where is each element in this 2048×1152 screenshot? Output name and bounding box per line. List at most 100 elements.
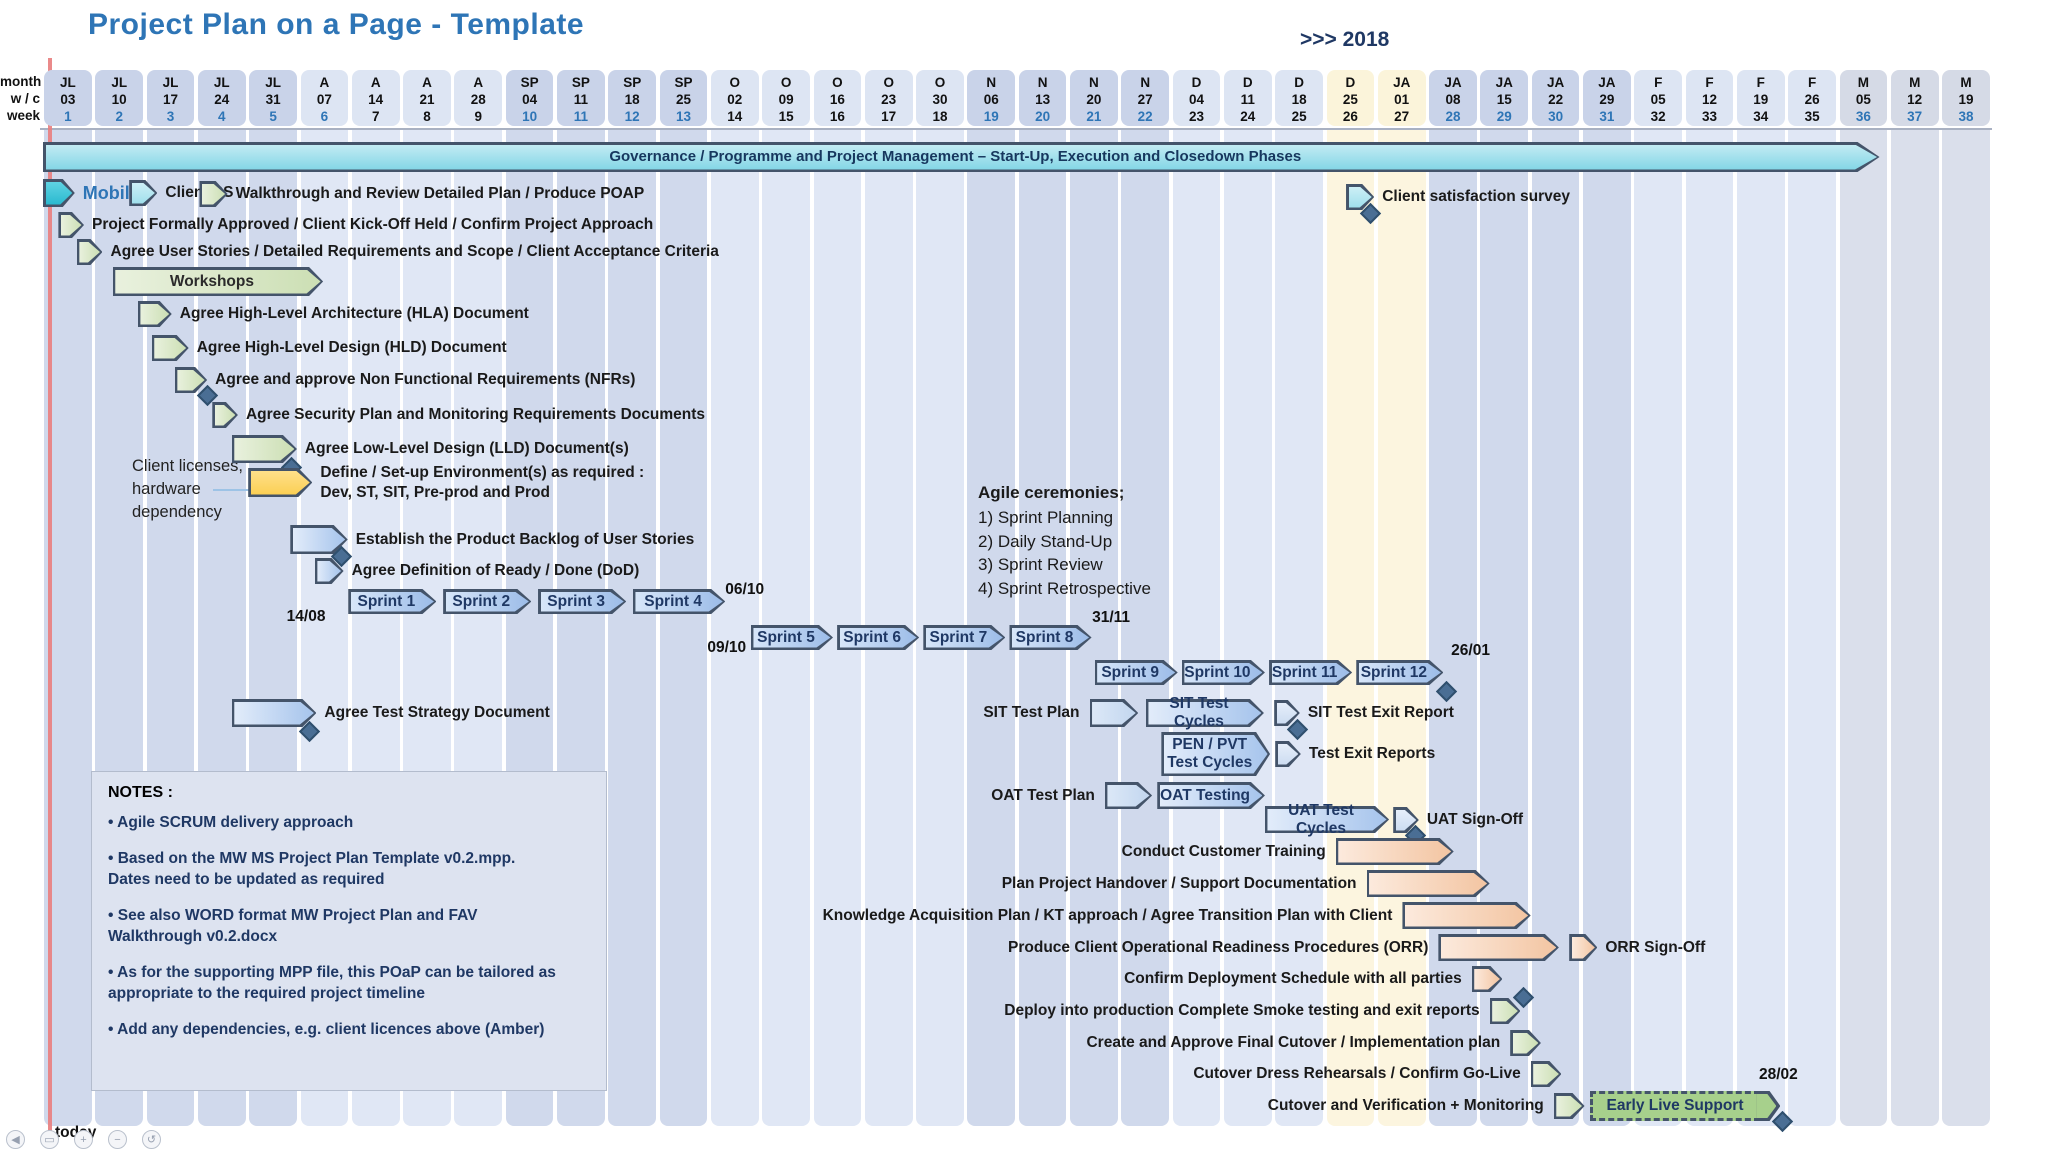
week-number-label: 22 <box>1137 109 1153 124</box>
agree-nfrs-bar[interactable] <box>175 367 207 393</box>
agree-security-plan-bar[interactable] <box>212 402 238 428</box>
week-column-band <box>1377 130 1426 1126</box>
sit-test-plan-bar[interactable] <box>1090 699 1139 727</box>
week-number-label: 10 <box>522 109 538 124</box>
week-commencing-label: 11 <box>1240 92 1255 107</box>
today-line <box>48 58 52 1132</box>
month-label: F <box>1654 75 1663 90</box>
agree-hld-document-bar[interactable] <box>152 335 189 361</box>
define-setup-environments-bar[interactable] <box>248 468 312 497</box>
mobilise-bar[interactable] <box>43 179 75 207</box>
governance-phase-bar[interactable]: Governance / Programme and Project Manag… <box>43 142 1880 172</box>
sprint-9-fill <box>1097 663 1175 683</box>
agree-hla-document-bar[interactable] <box>138 301 172 327</box>
month-label: D <box>1242 75 1253 90</box>
oat-testing-fill <box>1160 785 1263 807</box>
sit-test-plan-fill <box>1092 702 1136 725</box>
uat-test-cycles-bar[interactable]: UAT Test Cycles <box>1265 802 1389 837</box>
sprint-11-bar[interactable]: Sprint 11 <box>1269 660 1352 685</box>
agree-test-strategy-bar[interactable] <box>232 699 317 727</box>
zoom-out-icon[interactable]: − <box>108 1130 127 1149</box>
establish-product-backlog-bar[interactable] <box>290 525 347 554</box>
early-live-support-bar[interactable]: Early Live Support <box>1589 1091 1761 1121</box>
pen-pvt-test-cycles-bar[interactable]: PEN / PVT Test Cycles <box>1161 732 1270 776</box>
walkthrough-review-detailed-plan-bar[interactable] <box>199 181 227 207</box>
sit-test-exit-report-bar[interactable] <box>1274 700 1300 726</box>
cutover-verification-monitoring-fill <box>1556 1096 1582 1117</box>
workshops-label: Workshops <box>169 272 254 290</box>
cutover-verification-monitoring-bar[interactable] <box>1554 1093 1585 1119</box>
week-commencing-label: 18 <box>1291 92 1307 107</box>
sprint-11-label: Sprint 11 <box>1271 663 1338 681</box>
client-ss-bar[interactable] <box>129 180 157 206</box>
plan-project-handover-bar[interactable] <box>1367 870 1490 897</box>
week-commencing-label: 04 <box>522 92 538 107</box>
cutover-dress-rehearsals-label: Cutover Dress Rehearsals / Confirm Go-Li… <box>1193 1065 1521 1082</box>
sit-test-cycles-bar[interactable]: SIT Test Cycles <box>1146 695 1264 730</box>
client-satisfaction-survey-bar[interactable] <box>1346 184 1374 210</box>
deploy-into-production-bar[interactable] <box>1490 998 1521 1024</box>
week-number-label: 28 <box>1445 109 1461 124</box>
test-exit-reports-fill <box>1278 744 1299 765</box>
sprint-2-bar[interactable]: Sprint 2 <box>443 589 531 614</box>
reset-icon[interactable]: ↺ <box>142 1130 161 1149</box>
confirm-deployment-schedule-bar[interactable] <box>1472 966 1503 992</box>
sprint-1-bar[interactable]: Sprint 1 <box>348 589 436 614</box>
agree-dod-bar[interactable] <box>315 558 344 584</box>
pen-pvt-test-cycles-label: PEN / PVT Test Cycles <box>1167 736 1253 771</box>
zoom-in-icon[interactable]: + <box>74 1130 93 1149</box>
sprint-3-bar[interactable]: Sprint 3 <box>538 589 626 614</box>
test-exit-reports-bar[interactable] <box>1275 741 1301 767</box>
workshops-bar[interactable]: Workshops <box>113 267 323 296</box>
month-label: A <box>473 75 484 90</box>
note-item: • As for the supporting MPP file, this P… <box>108 964 556 1002</box>
sprint-4-bar[interactable]: Sprint 4 <box>633 589 725 614</box>
square-icon[interactable]: ▭ <box>40 1130 59 1149</box>
sprint-10-bar[interactable]: Sprint 10 <box>1182 660 1265 685</box>
week-commencing-label: 27 <box>1137 92 1153 107</box>
sprint-12-bar[interactable]: Sprint 12 <box>1356 660 1443 685</box>
agree-lld-documents-bar[interactable] <box>232 435 297 463</box>
week-number-label: 2 <box>115 109 123 124</box>
week-number-label: 23 <box>1188 109 1204 124</box>
sprint-9-bar[interactable]: Sprint 9 <box>1095 660 1178 685</box>
month-label: D <box>1345 75 1356 90</box>
week-number-label: 16 <box>829 109 845 124</box>
sprint-7-bar[interactable]: Sprint 7 <box>923 625 1005 650</box>
plan-project-handover-label: Plan Project Handover / Support Document… <box>1001 874 1357 892</box>
week-column-band <box>1172 130 1221 1126</box>
week-commencing-label: 24 <box>214 92 230 107</box>
sprint-6-bar[interactable]: Sprint 6 <box>837 625 919 650</box>
chevron-left-icon[interactable]: ◀ <box>6 1130 25 1149</box>
oat-testing-bar[interactable]: OAT Testing <box>1157 782 1265 809</box>
create-final-cutover-plan-bar[interactable] <box>1510 1030 1541 1056</box>
knowledge-acquisition-plan-bar[interactable] <box>1402 902 1530 929</box>
week-commencing-label: 25 <box>675 92 691 107</box>
sprint-8-bar[interactable]: Sprint 8 <box>1009 625 1091 650</box>
week-number-label: 18 <box>932 109 948 124</box>
produce-orr-bar[interactable] <box>1438 934 1559 961</box>
conduct-customer-training-bar[interactable] <box>1336 838 1454 865</box>
agree-security-plan-fill <box>215 405 236 426</box>
project-formally-approved-bar[interactable] <box>58 212 84 238</box>
cutover-dress-rehearsals-bar[interactable] <box>1531 1061 1562 1087</box>
viewer-controls: ◀ ▭ +−↺ <box>6 1130 161 1149</box>
oat-test-plan-bar[interactable] <box>1105 782 1152 809</box>
agree-user-stories-label: Agree User Stories / Detailed Requiremen… <box>110 243 719 260</box>
agree-user-stories-bar[interactable] <box>77 239 103 265</box>
header-row-label: month <box>0 74 42 89</box>
week-number-label: 5 <box>269 109 277 124</box>
agree-test-strategy-label: Agree Test Strategy Document <box>324 704 550 721</box>
sprint-5-bar[interactable]: Sprint 5 <box>751 625 833 650</box>
orr-sign-off-bar[interactable] <box>1569 934 1597 961</box>
month-label: O <box>883 75 894 90</box>
